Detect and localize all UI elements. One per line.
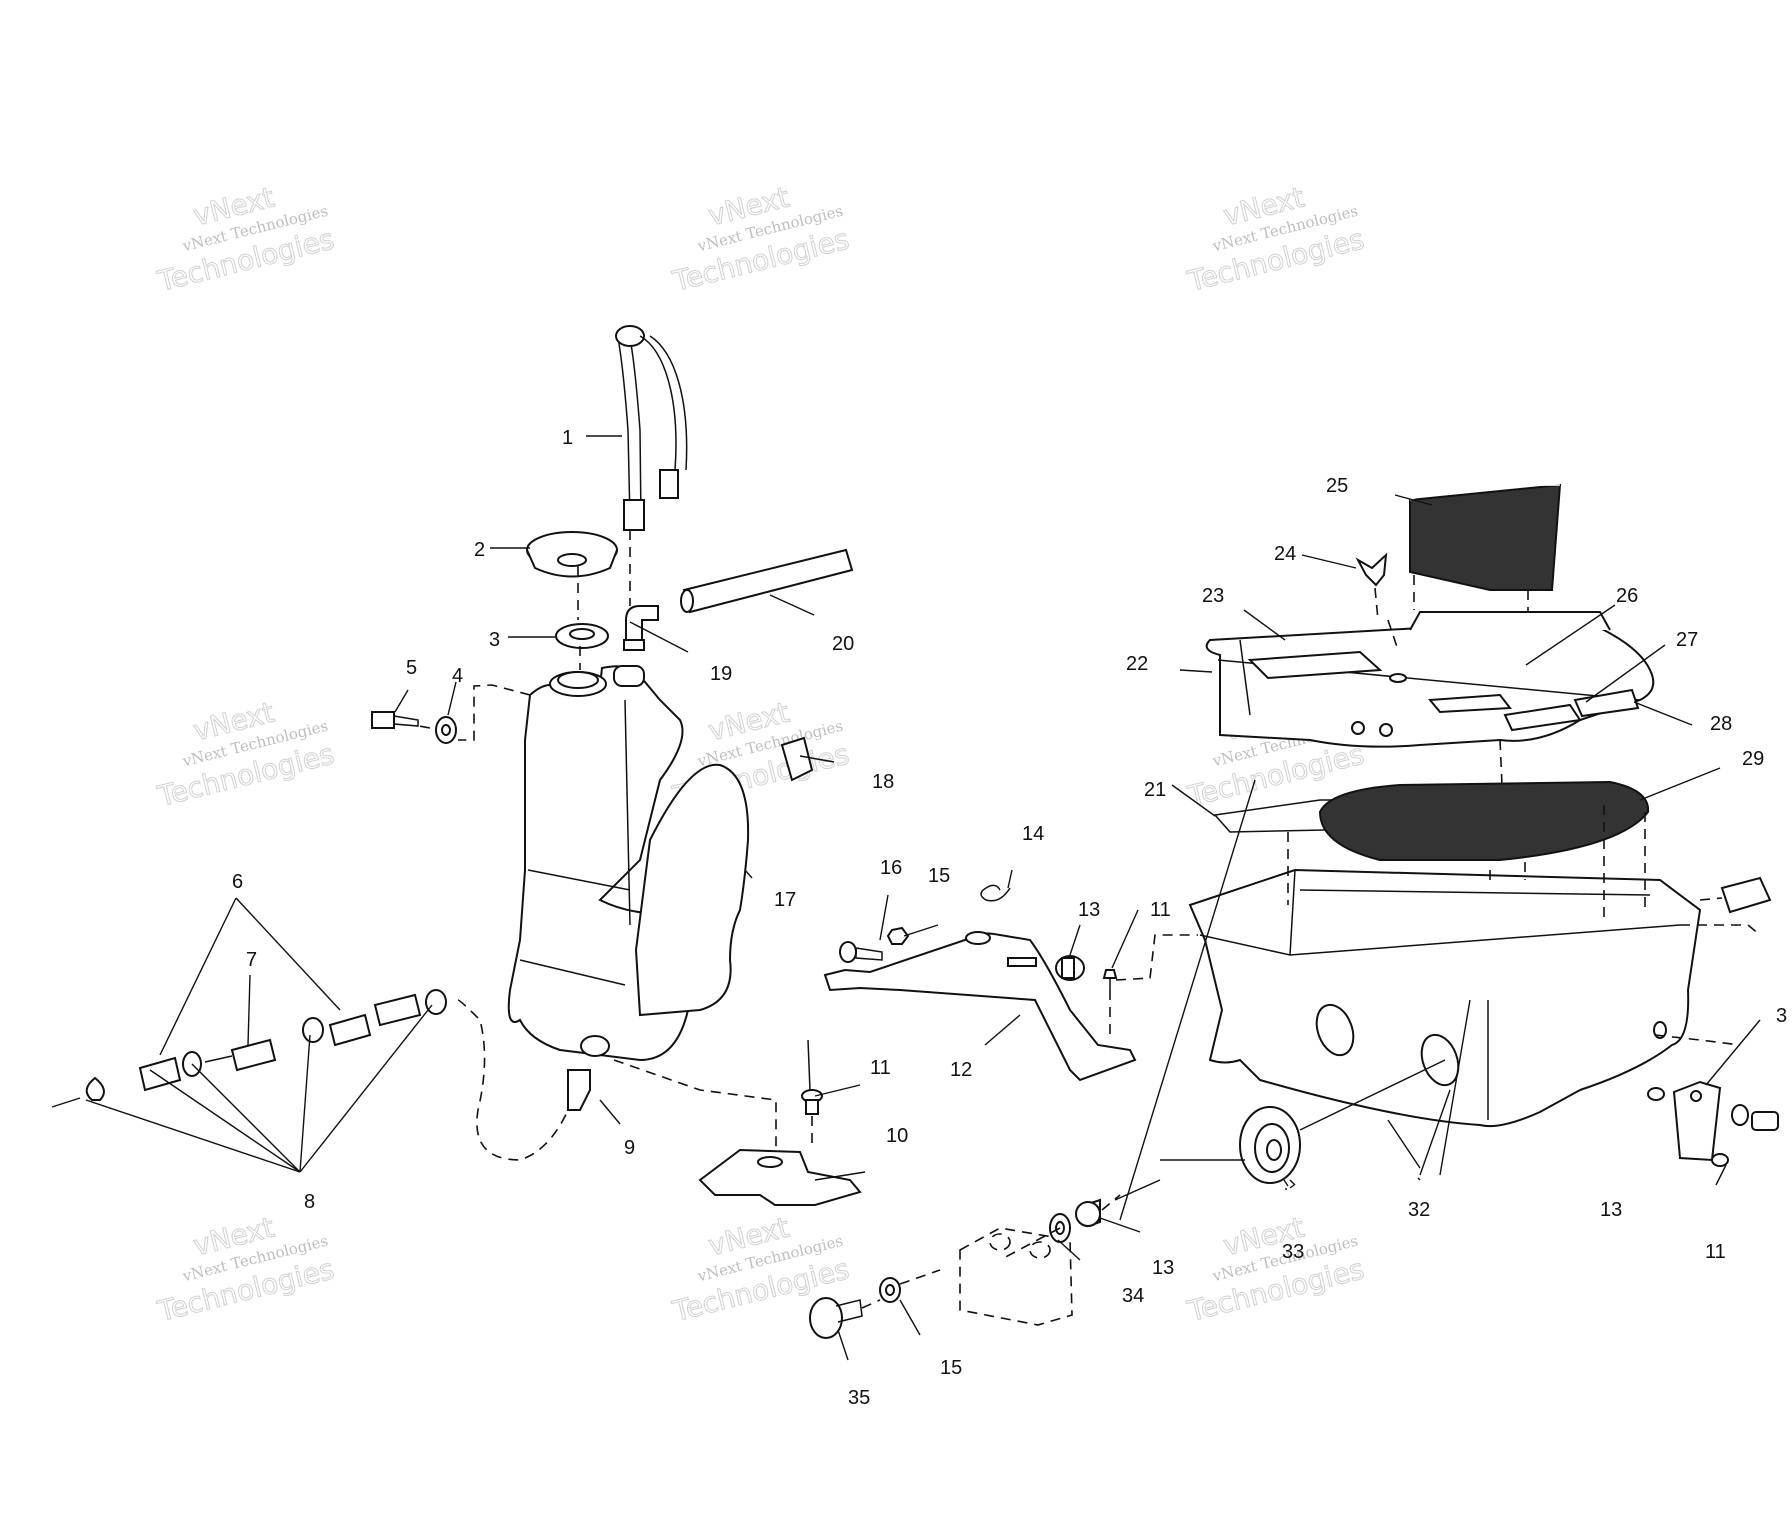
callout-23: 23 xyxy=(1202,585,1224,607)
callout-35: 35 xyxy=(848,1387,870,1409)
callout-15: 15 xyxy=(928,865,950,887)
callout-34: 34 xyxy=(1122,1285,1144,1307)
battery-box xyxy=(1188,868,1702,1128)
latch-plate xyxy=(1672,1080,1722,1162)
large-grommet xyxy=(1239,1106,1301,1184)
cap-gasket xyxy=(555,623,609,649)
callout-13: 13 xyxy=(1600,1199,1622,1221)
callout-21: 21 xyxy=(1144,779,1166,801)
callout-20: 20 xyxy=(832,633,854,655)
small-nut xyxy=(886,926,910,945)
callout-6: 6 xyxy=(232,871,243,893)
callout-11: 11 xyxy=(1150,899,1171,921)
callout-13: 13 xyxy=(1152,1257,1174,1279)
callout-4: 4 xyxy=(452,665,463,687)
callout-22: 22 xyxy=(1126,653,1148,675)
drain-fitting xyxy=(567,1035,610,1111)
battery-cover xyxy=(1205,611,1655,748)
callout-5: 5 xyxy=(406,657,417,679)
right-fastener xyxy=(1731,1104,1779,1131)
watermark: vNext vNext Technologies Technologies xyxy=(1183,180,1367,299)
bottom-grommet xyxy=(1075,1198,1101,1228)
washer xyxy=(435,716,457,744)
hook-clip xyxy=(980,884,1011,902)
tank-bracket xyxy=(698,1148,862,1206)
hose xyxy=(680,548,854,614)
callout-16: 16 xyxy=(880,857,902,879)
vent-hose-assembly xyxy=(615,325,688,531)
watermark: vNext vNext Technologies Technologies xyxy=(153,695,337,814)
callout-27: 27 xyxy=(1676,629,1698,651)
callout-29: 29 xyxy=(1742,748,1764,770)
leader-lines xyxy=(51,435,1761,1361)
callout-14: 14 xyxy=(1022,823,1044,845)
callout-19: 19 xyxy=(710,663,732,685)
callout-25: 25 xyxy=(1326,475,1348,497)
callout-15: 15 xyxy=(940,1357,962,1379)
watermark: vNext vNext Technologies Technologies xyxy=(153,180,337,299)
assembly-lines xyxy=(413,530,1761,1309)
fuel-cap xyxy=(526,531,618,578)
callout-24: 24 xyxy=(1274,543,1296,565)
bottom-washer xyxy=(879,1277,901,1303)
clip xyxy=(780,736,814,782)
callout-3: 3 xyxy=(489,629,500,651)
foam-block xyxy=(1409,483,1562,591)
support-bracket xyxy=(823,931,1137,1082)
elbow-fitting xyxy=(623,605,659,651)
carriage-bolt xyxy=(809,1297,863,1339)
callout-9: 9 xyxy=(624,1137,635,1159)
rivet xyxy=(1102,969,1118,990)
grommet xyxy=(1055,955,1085,981)
callout-28: 28 xyxy=(1710,713,1732,735)
clip-bracket xyxy=(1720,876,1772,914)
small-bolt xyxy=(839,941,883,963)
callout-2: 2 xyxy=(474,539,485,561)
callout-12: 12 xyxy=(950,1059,972,1081)
heat-shield xyxy=(634,763,750,1017)
callout-33: 33 xyxy=(1282,1241,1304,1263)
watermark: vNext vNext Technologies Technologies xyxy=(1183,1210,1367,1329)
callout-18: 18 xyxy=(872,771,894,793)
fastener-pin xyxy=(801,1039,823,1115)
callout-32: 32 xyxy=(1408,1199,1430,1221)
callout-26: 26 xyxy=(1616,585,1638,607)
callout-7: 7 xyxy=(246,949,257,971)
callout-1: 1 xyxy=(562,427,573,449)
bolt xyxy=(371,711,419,729)
mount-block xyxy=(959,1227,1073,1326)
rivet-pin xyxy=(1647,1087,1729,1167)
fuel-line-kit xyxy=(85,989,447,1101)
wing-nut xyxy=(1355,552,1388,587)
callout-labels: 1 2 3 4 5 6 7 8 9 10 11 11 11 13 12 13 1… xyxy=(232,427,1787,1409)
watermark: vNext vNext Technologies Technologies xyxy=(668,180,852,299)
foam-pad xyxy=(1318,780,1650,861)
callout-8: 8 xyxy=(304,1191,315,1213)
callout-11: 11 xyxy=(870,1057,891,1079)
callout-17: 17 xyxy=(774,889,796,911)
callout-11: 11 xyxy=(1705,1241,1726,1263)
callout-3: 3 xyxy=(1776,1005,1787,1027)
watermark: vNext vNext Technologies Technologies xyxy=(153,1210,337,1329)
callout-13: 13 xyxy=(1078,899,1100,921)
callout-10: 10 xyxy=(886,1125,908,1147)
